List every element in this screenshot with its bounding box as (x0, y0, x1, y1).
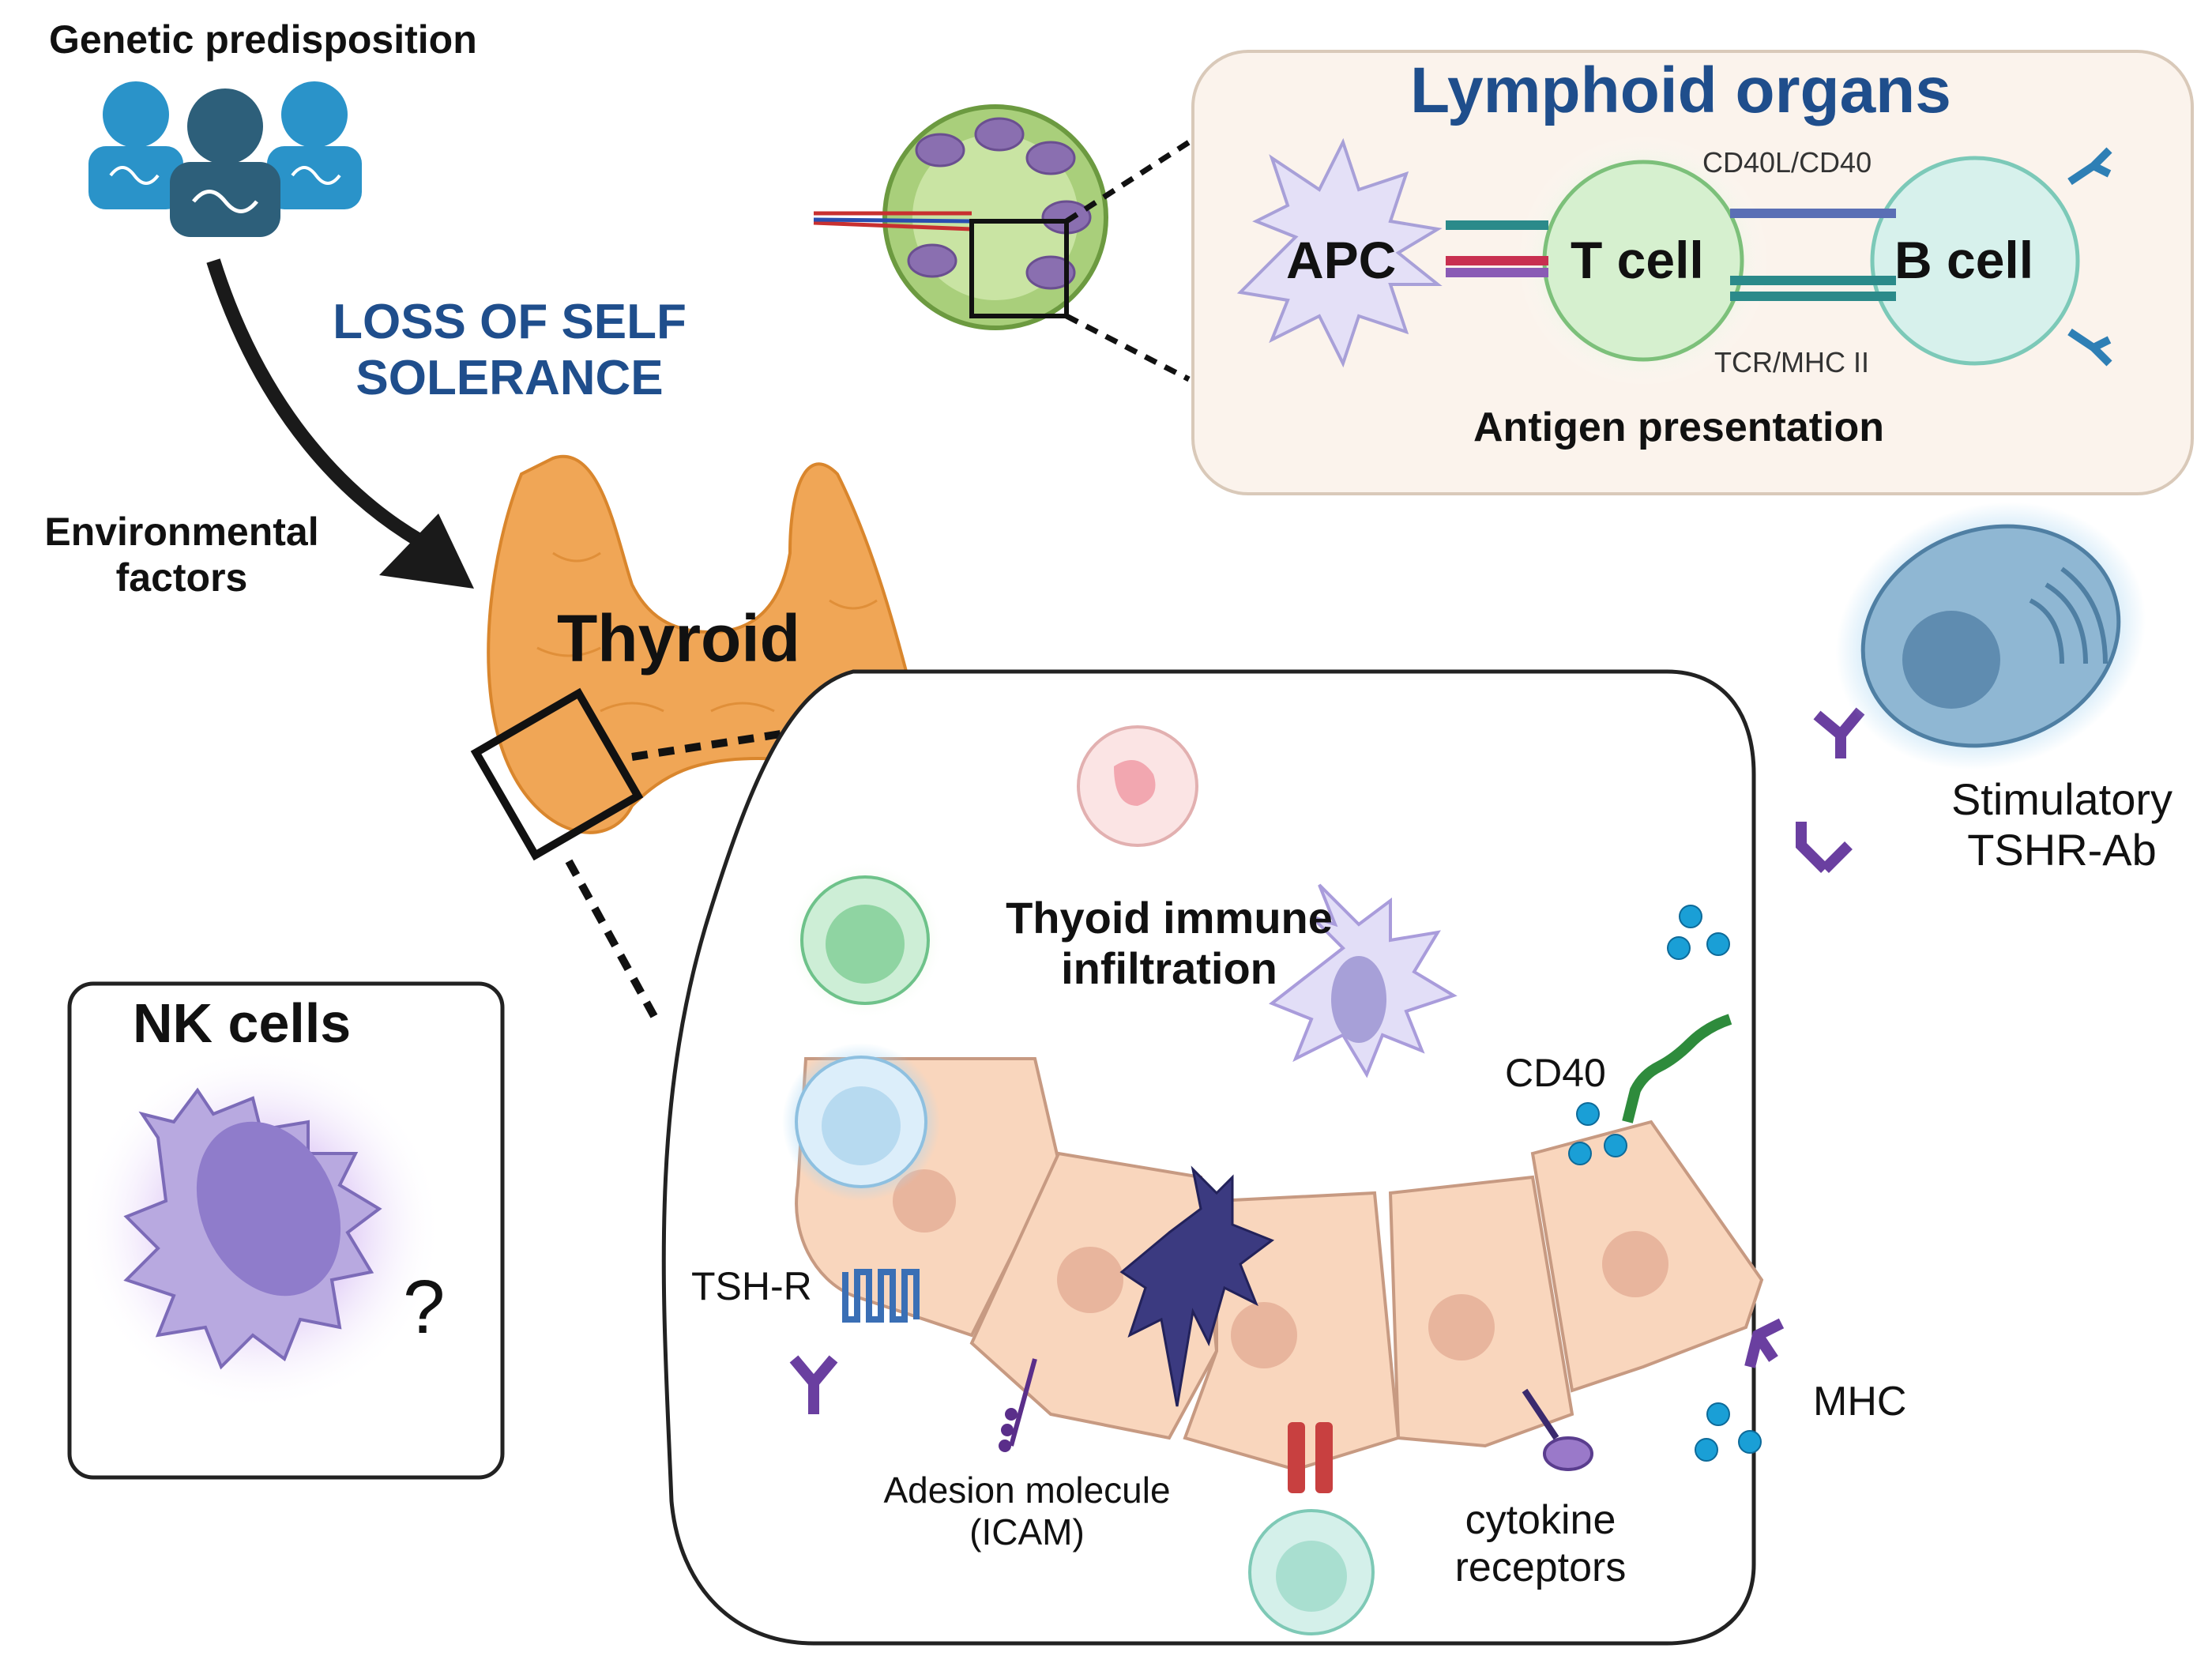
cd40-label: CD40 (1505, 1051, 1606, 1095)
cytokine-line-1: cytokine (1465, 1497, 1616, 1543)
lymph-zoom-box (969, 219, 1069, 318)
environmental-label: Environmental factors (8, 510, 356, 600)
cd40-receptor (1622, 1014, 1732, 1123)
question-mark: ? (403, 1265, 446, 1349)
env-line-2: factors (115, 555, 248, 600)
b-cell-label: B cell (1894, 231, 2034, 289)
red-receptor (1288, 1422, 1333, 1493)
stimulatory-label: Stimulatory TSHR-Ab (1912, 774, 2212, 876)
stim-line-1: Stimulatory (1951, 774, 2173, 824)
causal-arrowhead (379, 514, 474, 589)
adhesion-line-1: Adesion molecule (883, 1470, 1171, 1511)
causal-arrow (206, 258, 446, 560)
thyroid-label: Thyroid (557, 601, 800, 676)
b-cell (1870, 156, 2080, 366)
dark-dendritic-cell (1119, 1165, 1275, 1407)
dendritic-cell (1269, 883, 1458, 1078)
adhesion-line-2: (ICAM) (969, 1511, 1085, 1552)
cytokine-line-2: receptors (1454, 1544, 1627, 1590)
people-dna-icon (88, 81, 362, 237)
adhesion-label: Adesion molecule (ICAM) (837, 1470, 1217, 1553)
apc-label: APC (1286, 231, 1397, 289)
cytokine-label: cytokine receptors (1422, 1497, 1659, 1592)
env-line-1: Environmental (44, 510, 319, 554)
t-cell-label: T cell (1571, 231, 1704, 289)
infiltration-label: Thyoid immune infiltration (948, 893, 1390, 995)
lymph-node (813, 104, 1108, 330)
genetic-label: Genetic predisposition (49, 17, 477, 62)
infil-line-1: Thyoid immune (1006, 893, 1333, 943)
tshr-label: TSH-R (691, 1264, 812, 1308)
nuclei (893, 1169, 1668, 1368)
antigen-label: Antigen presentation (1473, 405, 1885, 450)
mhc-label: MHC (1813, 1379, 1907, 1424)
thyroid-zoom-box (470, 687, 644, 861)
lymphoid-title: Lymphoid organs (1410, 55, 1951, 126)
tshr-receptor (842, 1269, 920, 1323)
apc-cell (1236, 137, 1443, 368)
cytokine-receptor (1522, 1388, 1559, 1440)
cd40l-label: CD40L/CD40 (1702, 146, 1872, 179)
loss-line-1: LOSS OF SELF (333, 295, 687, 349)
loss-line-2: SOLERANCE (356, 351, 664, 406)
infil-line-2: infiltration (1061, 943, 1277, 994)
tcr-label: TCR/MHC II (1714, 346, 1869, 378)
antibodies (789, 707, 1865, 1414)
loss-of-tolerance-label: LOSS OF SELF SOLERANCE (273, 294, 747, 407)
icam-molecule (1009, 1358, 1037, 1447)
cytokine-dots (1568, 905, 1762, 1462)
stim-line-2: TSHR-Ab (1967, 825, 2157, 875)
nk-title: NK cells (133, 992, 352, 1054)
